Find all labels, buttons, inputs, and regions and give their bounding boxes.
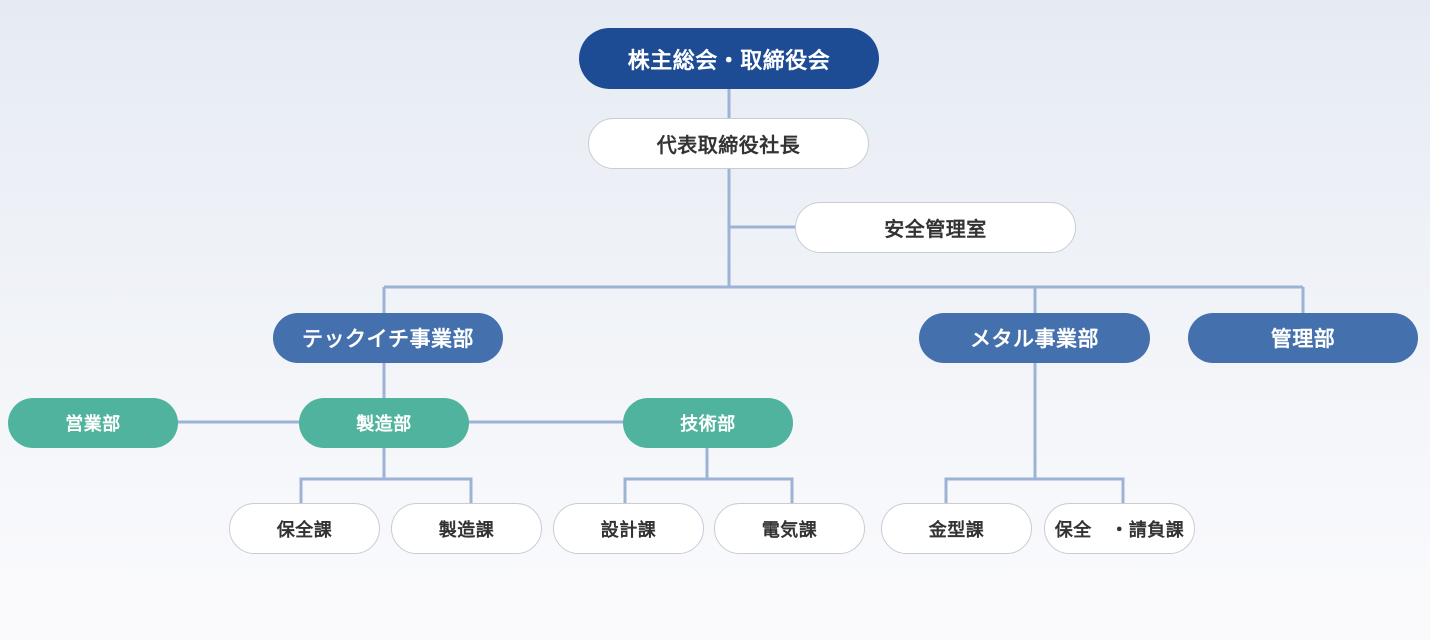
electrical-section-label: 電気課 [761,519,818,541]
admin-division-node: 管理部 [1188,313,1418,363]
engineering-dept-label: 技術部 [680,414,736,435]
engineering-dept-node: 技術部 [623,398,793,448]
president-node: 代表取締役社長 [588,118,869,169]
techichi-division-label: テックイチ事業部 [302,327,474,351]
techichi-division-node: テックイチ事業部 [273,313,503,363]
president-label: 代表取締役社長 [656,133,801,157]
background-footer [0,578,1430,640]
shareholders-board-label: 株主総会・取締役会 [627,48,831,74]
electrical-section-node: 電気課 [714,503,865,554]
sales-dept-label: 営業部 [65,414,121,435]
connector-manufacturing-sections [299,477,473,503]
manufacturing-dept-node: 製造部 [299,398,469,448]
manufacturing-dept-label: 製造部 [356,414,412,435]
shareholders-board-node: 株主総会・取締役会 [579,28,879,89]
mold-section-node: 金型課 [881,503,1032,554]
design-section-label: 設計課 [600,519,657,541]
mold-section-label: 金型課 [928,519,985,541]
admin-division-label: 管理部 [1270,327,1336,351]
maintenance-contract-section-label: 保全 ・請負課 [1054,519,1185,541]
manufacturing-section-label: 製造課 [438,519,495,541]
connector-metal-sections [944,477,1125,503]
connector-engineering-sections [623,477,794,503]
maintenance-contract-section-node: 保全 ・請負課 [1044,503,1195,554]
maintenance-section-node: 保全課 [229,503,380,554]
maintenance-section-label: 保全課 [276,519,333,541]
metal-division-label: メタル事業部 [970,327,1099,351]
safety-office-node: 安全管理室 [795,202,1076,253]
manufacturing-section-node: 製造課 [391,503,542,554]
sales-dept-node: 営業部 [8,398,178,448]
metal-division-node: メタル事業部 [919,313,1150,363]
safety-office-label: 安全管理室 [884,217,987,241]
design-section-node: 設計課 [553,503,704,554]
